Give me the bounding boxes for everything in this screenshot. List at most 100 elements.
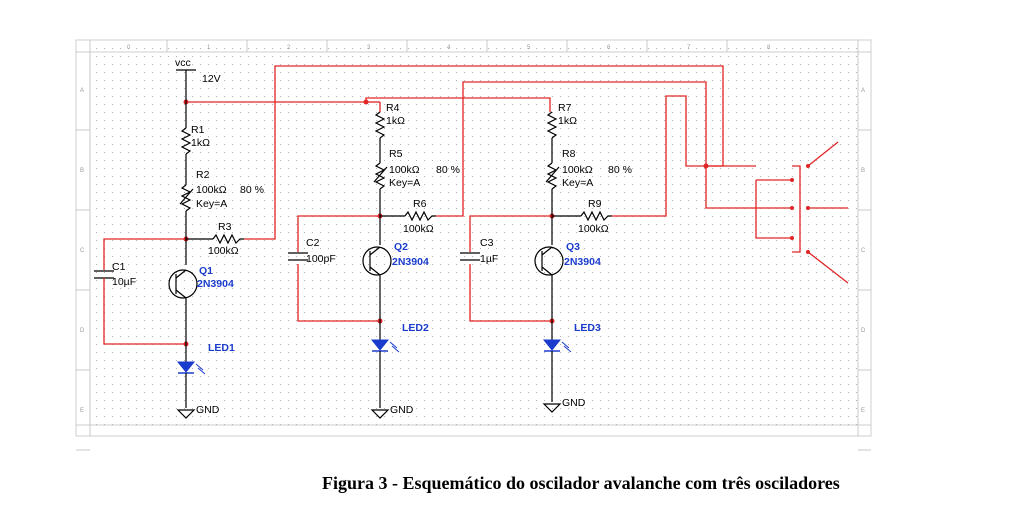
q2-collector — [369, 246, 381, 256]
border-column-label: 6 — [607, 45, 611, 51]
sheet-background — [75, 39, 872, 437]
r1-value: 1kΩ — [191, 137, 210, 149]
r9-name: R9 — [588, 198, 602, 210]
r8-setting: 80 % — [608, 164, 632, 176]
q1-collector — [175, 269, 187, 279]
switch-contact-dot — [790, 178, 794, 182]
vcc-label: vcc — [175, 57, 191, 69]
r8-wiper-arrow — [545, 166, 560, 183]
q1-part: 2N3904 — [197, 278, 234, 290]
q1-transistor — [168, 269, 198, 299]
q2-name: Q2 — [394, 241, 408, 253]
figure-caption: Figura 3 - Esquemático do oscilador aval… — [322, 473, 840, 493]
r2-wiper-arrow — [179, 188, 194, 205]
border-column-label: 3 — [367, 45, 371, 51]
r5-wiper-arrow — [373, 166, 388, 183]
border-column-label: 0 — [127, 45, 131, 51]
led1-diode — [176, 361, 196, 373]
border-column-label: 1 — [207, 45, 211, 51]
oscillator-stage-3: R7 1kΩ R8 100kΩ 80 % Key=A R9 100kΩ C3 1… — [460, 102, 632, 413]
vcc-voltage-label: 12V — [202, 73, 221, 85]
r9-value: 100kΩ — [578, 223, 609, 235]
r8-value: 100kΩ — [562, 164, 593, 176]
r3-resistor — [212, 233, 244, 245]
r8-name: R8 — [562, 148, 576, 160]
oscillator-stage-1: vcc 12V R1 1kΩ R2 100kΩ 80 % Key=A R3 10… — [94, 57, 264, 419]
switch-body — [792, 165, 801, 253]
q3-name: Q3 — [566, 241, 580, 253]
led3-name: LED3 — [574, 322, 601, 334]
c2-value: 100pF — [306, 253, 336, 265]
r4-value: 1kΩ — [386, 115, 405, 127]
switch-contact-dot — [790, 206, 794, 210]
r8-key: Key=A — [562, 177, 593, 189]
r9-output-wire — [612, 95, 756, 217]
r5-value: 100kΩ — [389, 164, 420, 176]
r7-name: R7 — [558, 102, 572, 114]
r9-resistor — [580, 210, 612, 222]
r6-value: 100kΩ — [403, 223, 434, 235]
switch-arm-bottom — [807, 251, 849, 284]
r7-value: 1kΩ — [558, 115, 577, 127]
c2-top-wire — [297, 215, 380, 252]
r3-name: R3 — [218, 221, 232, 233]
r1-name: R1 — [191, 124, 205, 136]
oscillator-stage-2: R4 1kΩ R5 100kΩ 80 % Key=A R6 100kΩ C2 1… — [288, 102, 460, 419]
c2-name: C2 — [306, 237, 320, 249]
q1-name: Q1 — [199, 265, 213, 277]
switch-contact-dot — [806, 206, 810, 210]
q3-emitter — [541, 266, 553, 276]
r6-output-wire — [436, 81, 756, 217]
c3-value: 1µF — [480, 253, 498, 265]
gnd1-label: GND — [196, 404, 220, 416]
border-column-label: 5 — [527, 45, 531, 51]
switch-arm-top — [807, 141, 839, 167]
led1-light-arrow — [195, 363, 204, 371]
vcc-rail-wire — [186, 97, 551, 112]
gnd3-symbol — [542, 403, 562, 413]
r4-name: R4 — [386, 102, 400, 114]
c1-top-wire — [103, 238, 186, 270]
border-row-label: D — [861, 328, 866, 334]
led1-name: LED1 — [208, 342, 235, 354]
switch-bus-wire — [755, 180, 792, 239]
r2-name: R2 — [196, 169, 210, 181]
r7-resistor — [546, 111, 558, 139]
r5-key: Key=A — [389, 177, 420, 189]
led2-light-arrow — [391, 345, 400, 353]
border-row-label: C — [80, 248, 85, 254]
switch-contact-dot — [790, 236, 794, 240]
r4-resistor — [374, 111, 386, 139]
q3-collector — [541, 246, 553, 256]
q3-part: 2N3904 — [564, 256, 601, 268]
border-row-label: B — [80, 168, 84, 174]
gnd1-symbol — [176, 409, 196, 419]
led3-light-arrow — [563, 345, 572, 353]
border-column-label: 2 — [287, 45, 291, 51]
q2-emitter — [369, 266, 381, 276]
junction-dot — [363, 99, 369, 105]
r1-resistor — [180, 127, 192, 155]
border-row-label: B — [861, 168, 865, 174]
border-row-label: E — [861, 408, 865, 414]
border-column-label: 7 — [687, 45, 691, 51]
border-column-label: 4 — [447, 45, 451, 51]
r2-value: 100kΩ — [196, 184, 227, 196]
r2-key: Key=A — [196, 198, 227, 210]
c1-bottom-wire — [103, 285, 186, 345]
border-row-label: C — [861, 248, 866, 254]
led2-name: LED2 — [402, 322, 429, 334]
led2-light-arrow — [389, 341, 398, 349]
r6-resistor — [404, 210, 436, 222]
r2-setting: 80 % — [240, 184, 264, 196]
gnd2-symbol — [370, 409, 390, 419]
c2-bottom-wire — [297, 264, 380, 322]
gnd2-label: GND — [390, 404, 414, 416]
red-wires — [103, 65, 849, 347]
led1-light-arrow — [197, 367, 206, 375]
led3-light-arrow — [561, 341, 570, 349]
border-column-label: 8 — [767, 45, 771, 51]
gnd3-label: GND — [562, 397, 586, 409]
q1-emitter — [175, 289, 187, 299]
c1-value: 10µF — [112, 276, 136, 288]
